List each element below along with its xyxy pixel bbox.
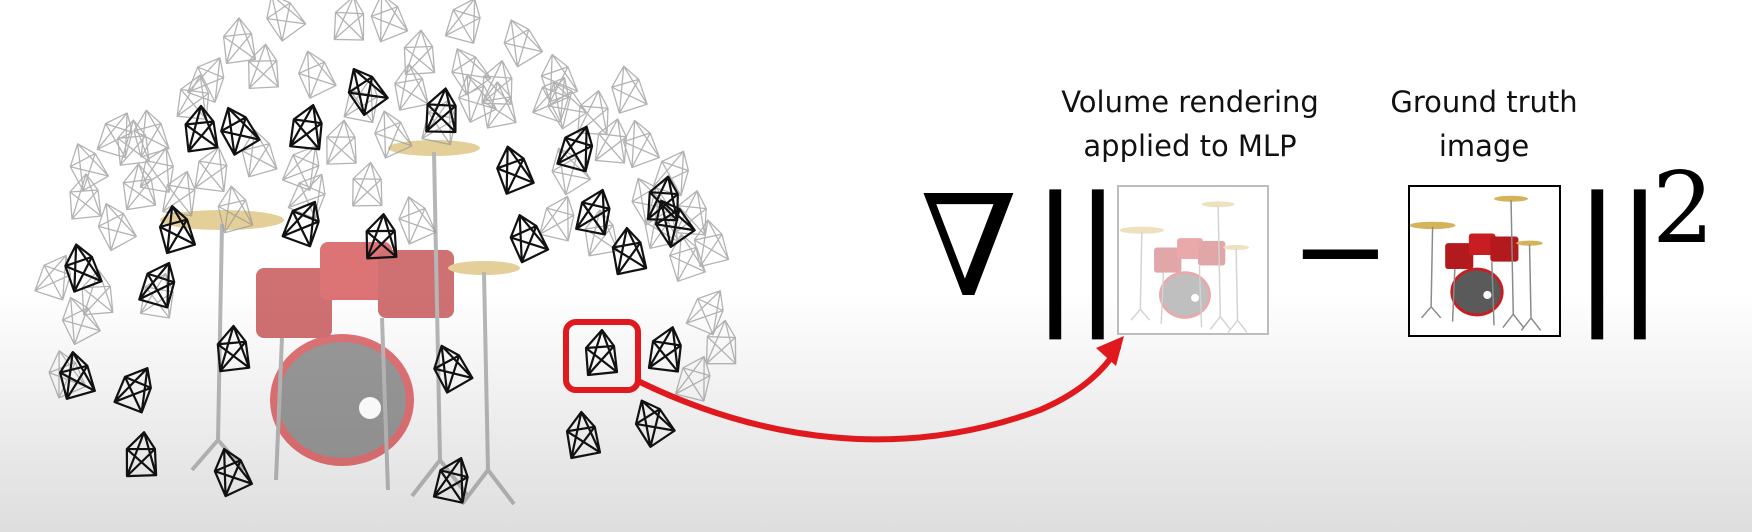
camera-frustum-group-faint: [32, 0, 741, 405]
camera-frustum-icon: [192, 142, 234, 196]
camera-frustum-icon: [62, 137, 111, 193]
squared-exponent: 2: [1652, 152, 1715, 266]
projection-arrow: [637, 345, 1121, 443]
selected-camera-highlight: [563, 319, 641, 393]
camera-frustum-icon: [495, 12, 545, 69]
camera-frustum-icon: [32, 248, 81, 304]
ground-truth-caption: Ground truth image: [1364, 80, 1604, 168]
rendered-image-panel: [1117, 185, 1269, 335]
camera-frustum-icon: [537, 190, 583, 245]
camera-frustum-icon: [618, 116, 661, 169]
norm-bars-right: ||: [1572, 166, 1665, 340]
minus-sign: −: [1290, 182, 1391, 321]
ground-truth-image-panel: [1408, 185, 1561, 337]
camera-frustum-icon: [287, 100, 329, 154]
selected-camera-icon: [584, 328, 619, 377]
camera-frustum-icon: [607, 62, 649, 115]
drum-kit-illustration: [158, 138, 522, 506]
camera-frustum-icon: [257, 0, 308, 43]
camera-frustum-icon: [425, 338, 475, 395]
camera-frustum-icon: [222, 16, 257, 65]
camera-frustum-icon: [324, 118, 360, 167]
camera-frustum-icon: [592, 115, 634, 167]
camera-frustum-icon: [564, 409, 602, 460]
gt-caption-line2: image: [1438, 129, 1530, 163]
camera-frustum-icon: [503, 208, 551, 264]
arrowhead: [1096, 336, 1124, 366]
camera-frustum-icon: [136, 255, 185, 312]
camera-frustum-icon: [365, 0, 410, 43]
camera-frustum-icon: [123, 429, 161, 480]
gt-caption-line1: Ground truth: [1390, 85, 1578, 119]
camera-frustum-icon: [350, 160, 387, 210]
camera-frustum-icon: [491, 141, 536, 196]
gradient-symbol: ∇: [920, 166, 1018, 329]
camera-frustum-icon: [626, 392, 678, 449]
camera-frustum-icon: [609, 225, 648, 276]
camera-frustum-icon: [392, 191, 438, 246]
rendered-caption-line1: Volume rendering: [1061, 85, 1319, 119]
camera-frustum-icon: [442, 0, 490, 47]
camera-frustum-icon: [683, 282, 735, 339]
camera-frustum-icon: [69, 173, 102, 220]
camera-frustum-icon: [645, 322, 689, 376]
camera-frustum-icon: [536, 49, 579, 103]
rendered-caption-line2: applied to MLP: [1083, 129, 1297, 163]
camera-frustum-icon: [183, 104, 219, 153]
rendered-image-caption: Volume rendering applied to MLP: [1040, 80, 1340, 168]
camera-frustum-icon: [331, 0, 370, 44]
camera-frustum-icon: [216, 324, 251, 373]
camera-frustum-icon: [111, 359, 162, 417]
camera-frustum-icon: [341, 72, 386, 126]
camera-frustum-icon: [338, 60, 391, 118]
camera-frustum-icon: [291, 45, 338, 100]
norm-bars-left: ||: [1030, 166, 1123, 340]
camera-frustum-icon: [238, 126, 278, 178]
